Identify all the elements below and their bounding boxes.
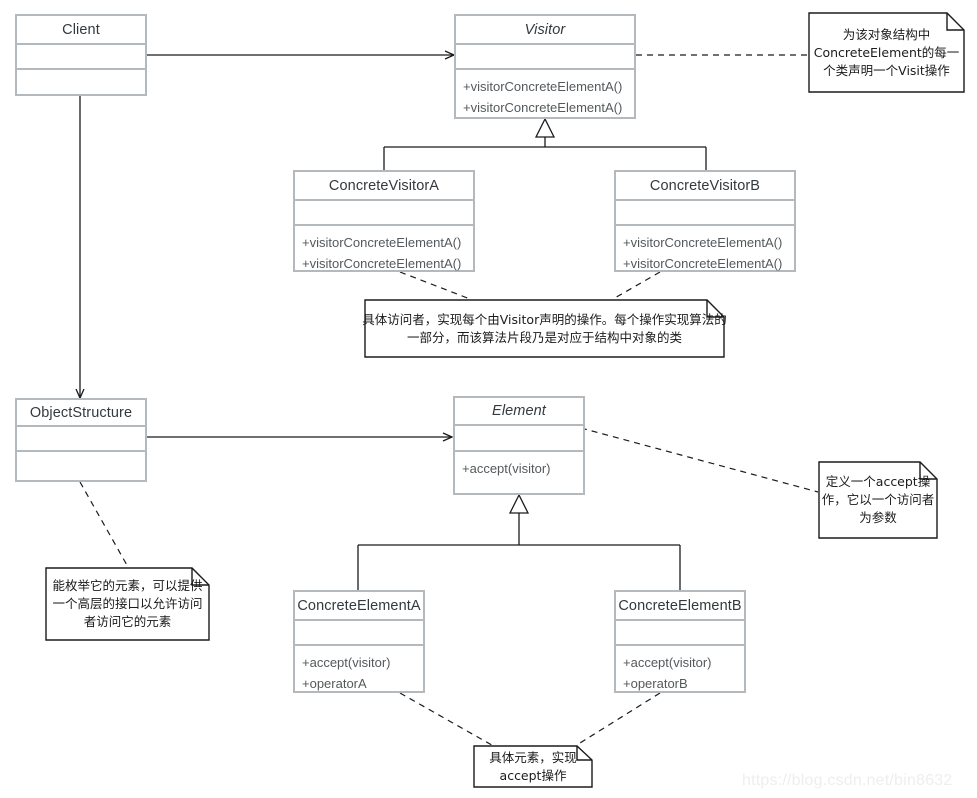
note-element[interactable]: 定义一个accept操 作，它以一个访问者 为参数 xyxy=(818,461,938,539)
operation: +accept(visitor) xyxy=(623,655,712,670)
note-line: 为参数 xyxy=(859,510,897,525)
note-concrete-element[interactable]: 具体元素，实现 accept操作 xyxy=(473,745,593,788)
note-shape xyxy=(808,12,965,93)
class-name-concrete-visitor-a: ConcreteVisitorA xyxy=(295,172,473,201)
class-name-visitor: Visitor xyxy=(456,16,634,45)
note-object-structure[interactable]: 能枚举它的元素，可以提供 一个高层的接口以允许访问 者访问它的元素 xyxy=(45,567,210,641)
operation: +accept(visitor) xyxy=(302,655,391,670)
class-attributes-object-structure xyxy=(17,427,145,452)
note-visitor-text: 为该对象结构中 ConcreteElement的每一 个类声明一个Visit操作 xyxy=(808,12,965,93)
operation: +accept(visitor) xyxy=(462,461,551,476)
operation: +operatorB xyxy=(623,676,688,691)
class-operations-concrete-element-a: +accept(visitor) +operatorA xyxy=(295,646,423,695)
edge-generalization-visitor xyxy=(383,117,707,170)
note-visitor[interactable]: 为该对象结构中 ConcreteElement的每一 个类声明一个Visit操作 xyxy=(808,12,965,93)
class-box-client[interactable]: Client xyxy=(15,14,147,96)
class-box-element[interactable]: Element +accept(visitor) xyxy=(453,396,585,495)
note-element-text: 定义一个accept操 作，它以一个访问者 为参数 xyxy=(818,461,938,539)
class-operations-visitor: +visitorConcreteElementA() +visitorConcr… xyxy=(456,70,634,121)
edge-note-objectstructure xyxy=(79,481,129,568)
operation: +operatorA xyxy=(302,676,367,691)
class-attributes-client xyxy=(17,45,145,70)
class-operations-element: +accept(visitor) xyxy=(455,452,583,495)
edge-generalization-element xyxy=(357,493,681,590)
operation: +visitorConcreteElementA() xyxy=(463,79,623,94)
note-shape xyxy=(364,299,725,358)
note-line: 一个高层的接口以允许访问 xyxy=(52,596,203,611)
class-operations-concrete-visitor-a: +visitorConcreteElementA() +visitorConcr… xyxy=(295,226,473,274)
class-attributes-concrete-visitor-a xyxy=(295,201,473,226)
class-name-client: Client xyxy=(17,16,145,45)
class-operations-concrete-visitor-b: +visitorConcreteElementA() +visitorConcr… xyxy=(616,226,794,274)
class-operations-concrete-element-b: +accept(visitor) +operatorB xyxy=(616,646,744,695)
class-attributes-concrete-element-b xyxy=(616,621,744,646)
class-box-concrete-element-b[interactable]: ConcreteElementB +accept(visitor) +opera… xyxy=(614,590,746,693)
class-box-visitor[interactable]: Visitor +visitorConcreteElementA() +visi… xyxy=(454,14,636,119)
class-operations-object-structure xyxy=(17,452,145,480)
note-object-structure-text: 能枚举它的元素，可以提供 一个高层的接口以允许访问 者访问它的元素 xyxy=(45,567,210,641)
operation: +visitorConcreteElementA() xyxy=(623,235,783,250)
class-name-concrete-visitor-b: ConcreteVisitorB xyxy=(616,172,794,201)
class-box-object-structure[interactable]: ObjectStructure xyxy=(15,398,147,482)
note-line: ConcreteElement的每一 xyxy=(813,44,960,60)
note-line: 作，它以一个访问者 xyxy=(821,492,935,507)
operation: +visitorConcreteElementA() xyxy=(302,256,462,271)
operation: +visitorConcreteElementA() xyxy=(623,256,783,271)
note-line: accept操作 xyxy=(499,767,567,783)
class-operations-client xyxy=(17,70,145,96)
note-line: 个类声明一个Visit操作 xyxy=(823,62,950,78)
class-name-concrete-element-a: ConcreteElementA xyxy=(295,592,423,621)
class-attributes-visitor xyxy=(456,45,634,70)
class-attributes-concrete-visitor-b xyxy=(616,201,794,226)
note-line: 具体元素，实现 xyxy=(489,749,577,765)
note-concrete-visitor[interactable]: 具体访问者，实现每个由Visitor声明的操作。每个操作实现算法的 一部分，而该… xyxy=(362,299,727,358)
class-attributes-concrete-element-a xyxy=(295,621,423,646)
note-concrete-visitor-text: 具体访问者，实现每个由Visitor声明的操作。每个操作实现算法的 一部分，而该… xyxy=(362,299,727,358)
note-line: 者访问它的元素 xyxy=(83,614,172,629)
note-shape xyxy=(45,567,210,641)
note-shape xyxy=(473,745,593,788)
edge-note-concrete-visitor xyxy=(399,271,661,300)
note-line: 定义一个accept操 xyxy=(825,474,931,489)
class-name-concrete-element-b: ConcreteElementB xyxy=(616,592,744,621)
note-line: 为该对象结构中 xyxy=(842,26,931,42)
class-attributes-element xyxy=(455,426,583,452)
class-name-element: Element xyxy=(455,398,583,426)
note-concrete-element-text: 具体元素，实现 accept操作 xyxy=(473,745,593,788)
class-box-concrete-visitor-a[interactable]: ConcreteVisitorA +visitorConcreteElement… xyxy=(293,170,475,272)
edge-note-concrete-element xyxy=(399,692,661,749)
class-name-object-structure: ObjectStructure xyxy=(17,400,145,427)
edge-note-element xyxy=(580,427,819,493)
class-box-concrete-visitor-b[interactable]: ConcreteVisitorB +visitorConcreteElement… xyxy=(614,170,796,272)
operation: +visitorConcreteElementA() xyxy=(302,235,462,250)
watermark-text: https://blog.csdn.net/bin8632 xyxy=(742,772,953,789)
operation: +visitorConcreteElementA() xyxy=(463,100,623,115)
note-line: 具体访问者，实现每个由Visitor声明的操作。每个操作实现算法的 xyxy=(362,311,727,327)
note-shape xyxy=(818,461,938,539)
class-box-concrete-element-a[interactable]: ConcreteElementA +accept(visitor) +opera… xyxy=(293,590,425,693)
note-line: 一部分，而该算法片段乃是对应于结构中对象的类 xyxy=(406,329,682,345)
note-line: 能枚举它的元素，可以提供 xyxy=(52,578,203,593)
